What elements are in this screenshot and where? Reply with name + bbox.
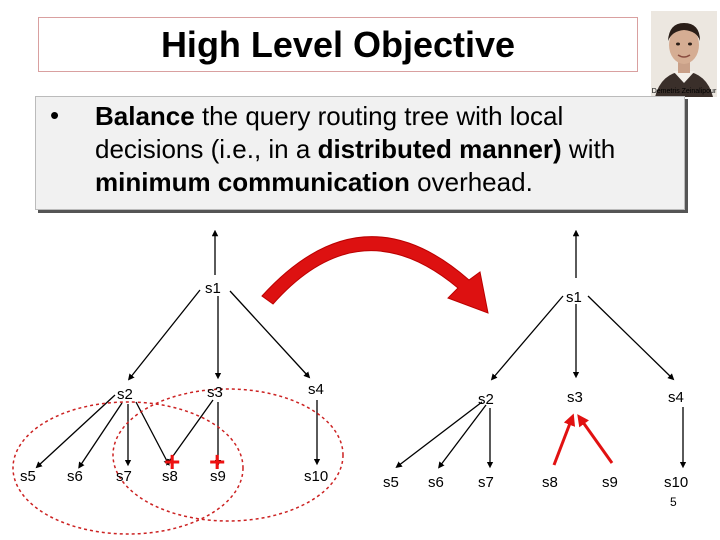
bullet-part: Balance xyxy=(95,101,195,131)
page-number: 5 xyxy=(670,495,677,509)
plus-icon-s9: + xyxy=(209,446,225,477)
transform-arrow-icon xyxy=(261,236,489,314)
left-node-s5: s5 xyxy=(20,468,36,485)
right-tree-red-edges xyxy=(552,413,614,466)
left-node-s10: s10 xyxy=(304,468,328,485)
slide-title: High Level Objective xyxy=(160,23,516,65)
left-node-s3: s3 xyxy=(207,384,223,401)
author-photo xyxy=(651,11,717,97)
right-node-s10: s10 xyxy=(664,474,688,491)
left-node-s1: s1 xyxy=(205,280,221,297)
title-box: High Level Objective xyxy=(38,17,638,72)
dashed-circle-left xyxy=(12,401,244,535)
right-node-s9: s9 xyxy=(602,474,618,491)
bullet-text: Balance the query routing tree with loca… xyxy=(95,100,675,199)
right-node-s6: s6 xyxy=(428,474,444,491)
left-node-s8: s8 xyxy=(162,468,178,485)
bullet-part: minimum communication xyxy=(95,167,410,197)
right-node-s7: s7 xyxy=(478,474,494,491)
bullet-part: the query routing tree with local decisi… xyxy=(95,101,564,164)
right-node-s4: s4 xyxy=(668,389,684,406)
left-node-s6: s6 xyxy=(67,468,83,485)
bullet-dot: • xyxy=(50,100,60,130)
left-node-s9: s9 xyxy=(210,468,226,485)
left-node-s7: s7 xyxy=(116,468,132,485)
right-tree-edges xyxy=(395,229,687,469)
bullet-part: overhead. xyxy=(409,167,533,197)
plus-icon-s8: + xyxy=(164,446,180,477)
right-node-s3: s3 xyxy=(567,389,583,406)
dashed-circle-right xyxy=(112,388,344,522)
left-node-s2: s2 xyxy=(117,386,133,403)
bullet-part: with xyxy=(561,134,616,164)
right-node-s1: s1 xyxy=(566,289,582,306)
left-tree-edges xyxy=(35,229,321,469)
right-node-s5: s5 xyxy=(383,474,399,491)
left-node-s4: s4 xyxy=(308,381,324,398)
bullet-part: distributed manner) xyxy=(317,134,562,164)
right-node-s2: s2 xyxy=(478,391,494,408)
photo-caption: Demetris Zeinalipour xyxy=(651,88,717,95)
bullet-box xyxy=(35,96,685,210)
right-node-s8: s8 xyxy=(542,474,558,491)
